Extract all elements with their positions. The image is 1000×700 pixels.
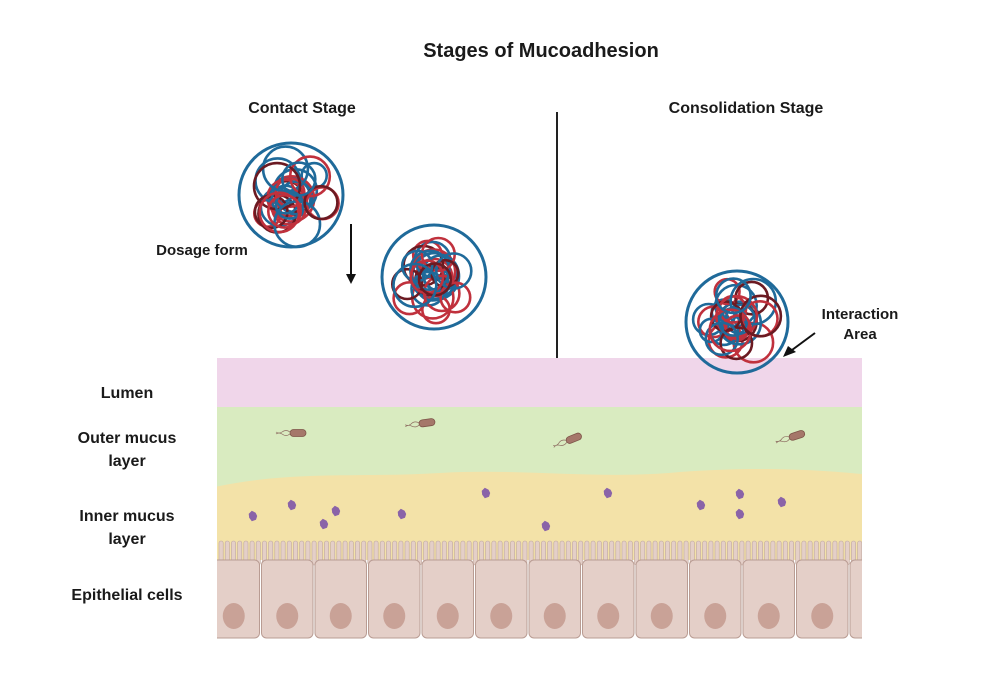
epithelial-cell bbox=[368, 559, 421, 639]
epithelial-cell bbox=[689, 559, 742, 639]
contact-stage-heading: Contact Stage bbox=[248, 100, 356, 117]
descent-arrow bbox=[346, 224, 356, 284]
inner-mucus-label-line1: Inner mucus bbox=[79, 508, 174, 525]
mucin-particles bbox=[248, 487, 787, 532]
polymer-strand bbox=[717, 306, 748, 337]
epithelial-cell bbox=[635, 559, 688, 639]
interaction-area-label-line2: Area bbox=[843, 326, 877, 343]
mucin-particle bbox=[696, 499, 706, 511]
polymer-strand bbox=[280, 161, 317, 197]
polymer-strand bbox=[704, 321, 740, 357]
polymer-strand bbox=[303, 184, 339, 221]
inner-mucus-layer bbox=[217, 468, 862, 560]
bacterium bbox=[404, 418, 436, 428]
cell-nucleus bbox=[811, 603, 834, 629]
bacterium bbox=[275, 429, 307, 437]
mucin-particle bbox=[319, 518, 329, 530]
epithelial-cell bbox=[528, 559, 581, 639]
epithelial-cells bbox=[217, 559, 887, 639]
mucin-particle bbox=[735, 488, 745, 500]
polymer-strand bbox=[714, 277, 752, 315]
mucin-particle bbox=[541, 520, 551, 532]
bacteria-group bbox=[275, 418, 806, 448]
polymer-strand bbox=[434, 252, 473, 290]
cell-nucleus bbox=[329, 603, 352, 629]
mucin-particle bbox=[331, 505, 341, 517]
lumen-label: Lumen bbox=[101, 385, 153, 402]
cell-nucleus bbox=[222, 603, 245, 629]
dosage-form-particle-2 bbox=[380, 223, 488, 331]
mucin-particle bbox=[735, 508, 745, 520]
diagram-title: Stages of Mucoadhesion bbox=[423, 40, 659, 62]
polymer-strand bbox=[392, 262, 438, 309]
cell-nucleus bbox=[436, 603, 459, 629]
polymer-strand bbox=[258, 191, 301, 234]
polymer-strand bbox=[739, 294, 783, 338]
cell-nucleus bbox=[865, 603, 887, 629]
cell-nucleus bbox=[757, 603, 780, 629]
cell-nucleus bbox=[597, 603, 620, 629]
cell-nucleus bbox=[650, 603, 673, 629]
cell-nucleus bbox=[490, 603, 513, 629]
epithelial-cells-label: Epithelial cells bbox=[71, 587, 182, 604]
polymer-strand bbox=[439, 281, 472, 314]
bacterium bbox=[775, 430, 806, 444]
cell-nucleus bbox=[704, 603, 727, 629]
mucin-particle bbox=[777, 496, 787, 508]
epithelial-cell bbox=[742, 559, 795, 639]
epithelial-cell bbox=[261, 559, 314, 639]
mucin-particle bbox=[397, 508, 407, 520]
lumen-layer bbox=[217, 358, 862, 408]
polymer-outline bbox=[380, 223, 488, 331]
mucin-particle bbox=[287, 499, 297, 511]
epithelial-cell bbox=[314, 559, 367, 639]
interaction-area-label-line1: Interaction bbox=[822, 306, 899, 323]
microvillus bbox=[739, 540, 745, 566]
consolidation-stage-heading: Consolidation Stage bbox=[669, 100, 824, 117]
dosage-form-label: Dosage form bbox=[156, 242, 248, 259]
cell-nucleus bbox=[276, 603, 299, 629]
cell-nucleus bbox=[383, 603, 406, 629]
polymer-strand bbox=[708, 308, 753, 353]
polymer-strand bbox=[266, 193, 302, 229]
epithelial-cell bbox=[582, 559, 635, 639]
mucin-particle bbox=[248, 510, 258, 522]
inner-mucus-label-line2: layer bbox=[108, 531, 145, 548]
outer-mucus-label-line1: Outer mucus bbox=[78, 430, 177, 447]
polymer-strand bbox=[719, 326, 754, 361]
epithelial-cell bbox=[796, 559, 849, 639]
dosage-form-particle-1 bbox=[237, 141, 345, 249]
tissue-layers bbox=[217, 358, 887, 639]
mucin-particle bbox=[481, 487, 491, 499]
polymer-strand bbox=[288, 155, 332, 198]
interaction-arrow bbox=[783, 332, 816, 357]
polymer-outline bbox=[684, 269, 790, 375]
mucin-particle bbox=[603, 487, 613, 499]
epithelial-cell bbox=[421, 559, 474, 639]
polymer-outline bbox=[237, 141, 345, 249]
polymer-strand bbox=[400, 249, 434, 283]
bacterium bbox=[553, 432, 582, 448]
dosage-form-particle-3 bbox=[684, 269, 790, 375]
epithelial-cell bbox=[849, 559, 887, 639]
epithelial-cell bbox=[217, 559, 260, 639]
cell-nucleus bbox=[543, 603, 566, 629]
epithelial-cell bbox=[475, 559, 528, 639]
microvilli bbox=[218, 540, 862, 566]
outer-mucus-label-line2: layer bbox=[108, 453, 145, 470]
microvillus bbox=[311, 540, 317, 566]
